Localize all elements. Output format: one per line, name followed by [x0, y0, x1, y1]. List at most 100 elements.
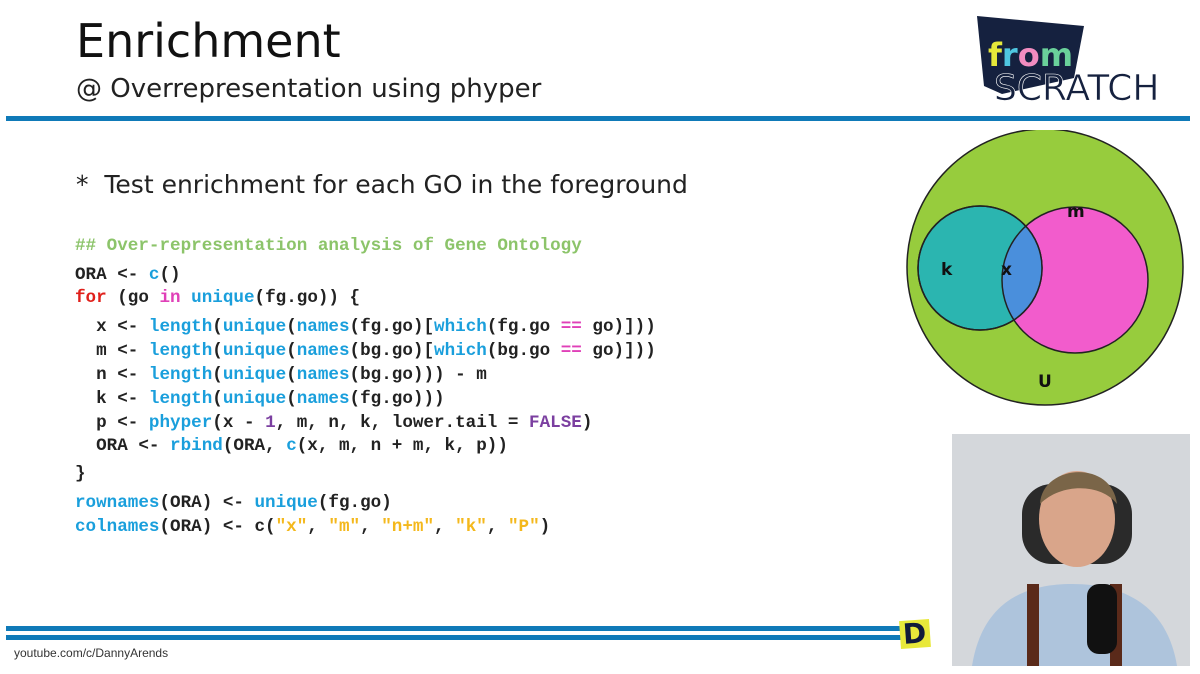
code-token: x <- — [75, 317, 149, 337]
code-token: (fg.go)) { — [254, 288, 361, 308]
bullet-text: Test enrichment for each GO in the foreg… — [104, 170, 688, 199]
code-token: phyper — [148, 413, 213, 433]
code-token: (fg.go) — [317, 493, 392, 513]
code-token: n <- — [75, 365, 149, 385]
code-token: (bg.go)[ — [349, 341, 435, 361]
code-line: } — [75, 464, 86, 484]
code-token: p <- — [75, 413, 149, 433]
code-token: (ORA) <- — [159, 493, 255, 513]
code-token: ( — [286, 317, 297, 337]
from-scratch-logo: from SCRATCH — [972, 16, 1182, 109]
code-token: (ORA) <- c( — [159, 517, 276, 537]
code-token: (ORA, — [222, 436, 287, 456]
code-token: "x" — [275, 517, 308, 537]
code-token: ( — [212, 389, 223, 409]
webcam-video — [952, 434, 1190, 666]
code-token: unique — [254, 493, 318, 513]
label-u: U — [1038, 372, 1052, 392]
code-token: c — [286, 436, 297, 456]
bullet-point: * Test enrichment for each GO in the for… — [76, 170, 688, 199]
code-token: length — [148, 341, 213, 361]
channel-url: youtube.com/c/DannyArends — [14, 646, 169, 660]
code-token: ORA <- — [75, 436, 171, 456]
code-token: ) — [581, 413, 593, 433]
code-token: names — [296, 389, 350, 409]
code-token: go)])) — [581, 341, 656, 361]
code-token: ## Over-representation analysis of Gene … — [75, 236, 582, 256]
code-token: , — [486, 517, 508, 537]
code-token: c — [148, 265, 160, 285]
svg-text:from: from — [988, 36, 1073, 74]
code-token: "P" — [507, 517, 540, 537]
code-token: which — [434, 341, 487, 361]
code-token: (x, m, n + m, k, p)) — [296, 436, 508, 456]
code-token: } — [75, 464, 86, 484]
slide-title: Enrichment — [76, 14, 341, 68]
code-token: unique — [222, 341, 287, 361]
code-token: k <- — [75, 389, 149, 409]
code-token: ( — [286, 389, 297, 409]
code-token: (bg.go — [486, 341, 561, 361]
code-token: (go — [106, 288, 160, 308]
footer-divider-top — [6, 626, 906, 631]
code-token: in — [159, 288, 181, 308]
code-token: (bg.go))) - m — [349, 365, 487, 385]
code-token: unique — [222, 365, 287, 385]
slide-subtitle: @ Overrepresentation using phyper — [76, 74, 542, 104]
code-token: "m" — [328, 517, 361, 537]
code-token: FALSE — [529, 413, 582, 433]
code-token: names — [296, 341, 350, 361]
code-token: , — [434, 517, 456, 537]
code-token: for — [75, 288, 107, 308]
code-token: , — [360, 517, 382, 537]
code-token: ( — [286, 341, 297, 361]
svg-text:SCRATCH: SCRATCH — [994, 68, 1159, 106]
code-token: length — [148, 389, 213, 409]
code-line: colnames(ORA) <- c("x", "m", "n+m", "k",… — [75, 517, 550, 537]
footer-divider-bottom — [6, 635, 906, 640]
code-token: , — [307, 517, 329, 537]
code-token: (fg.go))) — [349, 389, 445, 409]
bullet-marker: * — [76, 170, 89, 199]
code-line: ORA <- c() — [75, 265, 181, 285]
code-token: "k" — [455, 517, 487, 537]
code-token: (x - — [212, 413, 266, 433]
code-line: p <- phyper(x - 1, m, n, k, lower.tail =… — [75, 413, 592, 433]
code-line: ## Over-representation analysis of Gene … — [75, 236, 582, 256]
code-token: ( — [212, 365, 223, 385]
code-token: names — [296, 317, 350, 337]
code-line: for (go in unique(fg.go)) { — [75, 288, 360, 308]
code-token: (fg.go)[ — [349, 317, 435, 337]
code-token: which — [434, 317, 487, 337]
venn-diagram: m k x U — [906, 130, 1184, 406]
label-m: m — [1067, 202, 1085, 222]
code-token: ) — [539, 517, 551, 537]
label-x: x — [1001, 260, 1012, 280]
code-token: 1 — [265, 413, 276, 433]
code-token: m <- — [75, 341, 149, 361]
code-token: ( — [286, 365, 297, 385]
brand-d-logo: D — [899, 616, 931, 651]
code-token: rbind — [170, 436, 223, 456]
code-token: unique — [222, 317, 287, 337]
label-k: k — [941, 260, 953, 280]
code-token: ( — [212, 341, 223, 361]
code-line: rownames(ORA) <- unique(fg.go) — [75, 493, 392, 513]
code-line: m <- length(unique(names(bg.go)[which(bg… — [75, 341, 656, 361]
code-token: , m, n, k, lower.tail = — [275, 413, 530, 433]
header-divider — [6, 116, 1190, 121]
code-token: "n+m" — [381, 517, 435, 537]
code-line: k <- length(unique(names(fg.go))) — [75, 389, 445, 409]
code-line: ORA <- rbind(ORA, c(x, m, n + m, k, p)) — [75, 436, 508, 456]
code-token: colnames — [75, 517, 160, 537]
code-token: length — [148, 365, 213, 385]
code-line: x <- length(unique(names(fg.go)[which(fg… — [75, 317, 656, 337]
code-token: == — [560, 341, 582, 361]
code-token: rownames — [75, 493, 160, 513]
code-token: unique — [191, 288, 255, 308]
code-token: length — [148, 317, 213, 337]
code-token: ORA <- — [75, 265, 149, 285]
code-token: names — [296, 365, 350, 385]
code-token: () — [159, 265, 181, 285]
code-token: unique — [222, 389, 287, 409]
